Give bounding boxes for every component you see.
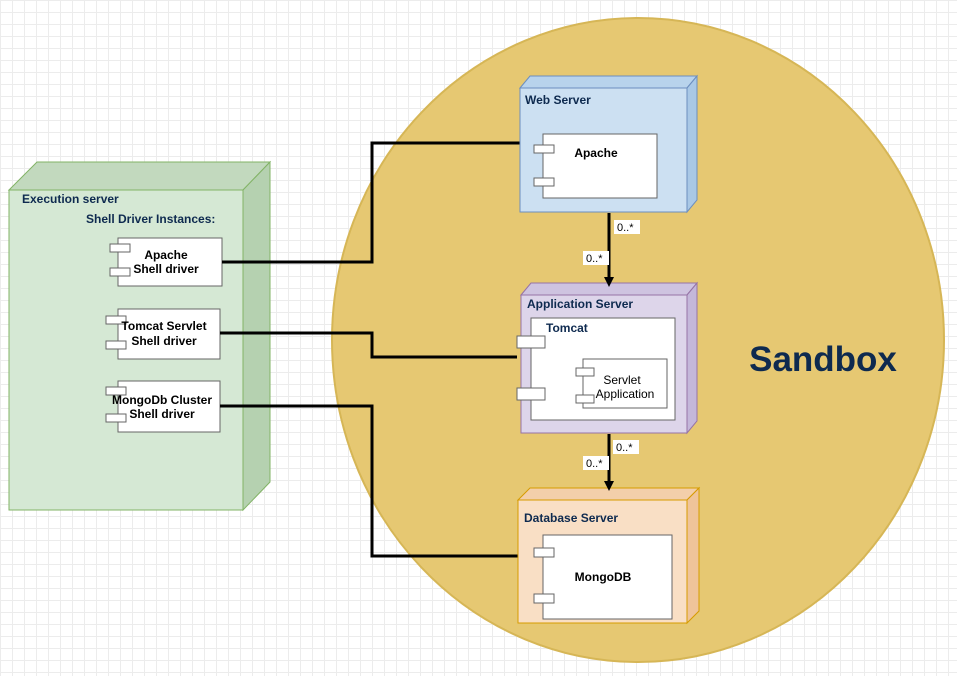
- servlet-application-line1: Servlet: [603, 373, 641, 387]
- svg-text:0..*: 0..*: [586, 253, 603, 265]
- shell-driver-instances-label: Shell Driver Instances:: [86, 212, 215, 226]
- sandbox-label: Sandbox: [749, 340, 897, 379]
- web-server-title: Web Server: [525, 93, 591, 107]
- tomcat-shell-driver-component[interactable]: Tomcat Servlet Shell driver: [105, 308, 221, 360]
- multiplicity-web-app-top: 0..*: [614, 220, 640, 234]
- connector-apache-to-web-server: [222, 141, 520, 264]
- database-server-component-mongodb: MongoDB: [575, 570, 632, 584]
- execution-server-title: Execution server: [22, 192, 119, 206]
- apache-shell-driver-line2: Shell driver: [133, 262, 199, 276]
- servlet-application-line2: Application: [596, 387, 655, 401]
- connector-mongodb-to-db-server: [220, 404, 520, 558]
- tomcat-component-title: Tomcat: [546, 321, 588, 335]
- mongodb-shell-driver-line2: Shell driver: [129, 407, 195, 421]
- svg-text:0..*: 0..*: [617, 222, 634, 234]
- connector-tomcat-to-app-server: [220, 331, 517, 359]
- tomcat-shell-driver-line1: Tomcat Servlet: [121, 319, 206, 333]
- apache-shell-driver-component[interactable]: Apache Shell driver: [109, 237, 223, 287]
- mongodb-shell-driver-component[interactable]: MongoDb Cluster Shell driver: [105, 380, 221, 433]
- database-server-node[interactable]: Database Server MongoDB: [516, 486, 701, 625]
- database-server-title: Database Server: [524, 511, 618, 525]
- svg-text:0..*: 0..*: [616, 442, 633, 454]
- multiplicity-web-app-bottom: 0..*: [583, 251, 609, 265]
- application-server-node[interactable]: Application Server Tomcat Servlet Applic…: [516, 281, 699, 435]
- svg-text:0..*: 0..*: [586, 458, 603, 470]
- tomcat-shell-driver-line2: Shell driver: [131, 334, 197, 348]
- web-server-component-apache: Apache: [574, 146, 618, 160]
- apache-shell-driver-line1: Apache: [144, 248, 188, 262]
- mongodb-shell-driver-line1: MongoDb Cluster: [112, 393, 212, 407]
- multiplicity-app-db-top: 0..*: [613, 440, 639, 454]
- multiplicity-app-db-bottom: 0..*: [583, 456, 609, 470]
- application-server-title: Application Server: [527, 297, 633, 311]
- web-server-node[interactable]: Web Server Apache: [518, 74, 699, 214]
